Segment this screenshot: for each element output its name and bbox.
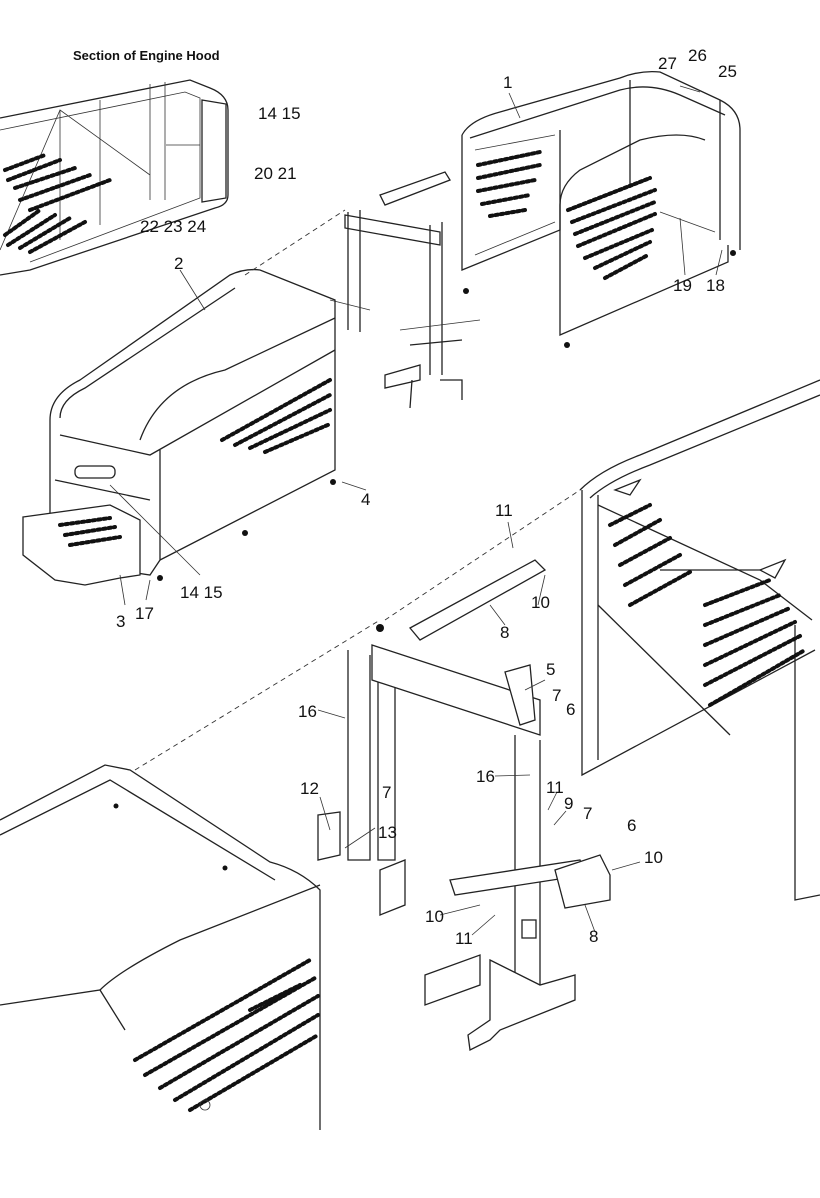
- callout-22-23-24: 22 23 24: [140, 217, 207, 236]
- callout-11a: 11: [495, 501, 513, 520]
- callout-10a: 10: [531, 593, 550, 612]
- callout-9: 9: [564, 794, 574, 813]
- callout-25: 25: [718, 62, 737, 81]
- callout-13: 13: [378, 823, 397, 842]
- callout-20-21: 20 21: [254, 164, 297, 183]
- callout-7b: 7: [382, 783, 392, 802]
- callout-7c: 7: [583, 804, 593, 823]
- guide-line-lower: [134, 619, 381, 771]
- leader-lines: [109, 92, 723, 936]
- callout-3: 3: [116, 612, 126, 631]
- frame-upper: [329, 171, 481, 409]
- callout-10b: 10: [644, 848, 663, 867]
- callout-11b: 11: [546, 778, 564, 797]
- main-frame: [317, 559, 611, 1051]
- callout-14-15-hood: 14 15: [180, 583, 223, 602]
- engine-hood-section-inset: [0, 79, 229, 276]
- callout-10c: 10: [425, 907, 444, 926]
- callout-26: 26: [688, 46, 707, 65]
- callout-8a: 8: [500, 623, 510, 642]
- callout-16a: 16: [298, 702, 317, 721]
- hood-part-2: [22, 268, 336, 586]
- callout-6b: 6: [627, 816, 637, 835]
- hood-part-1: [461, 70, 741, 348]
- callout-7a: 7: [552, 686, 562, 705]
- callout-12: 12: [300, 779, 319, 798]
- callout-6a: 6: [566, 700, 576, 719]
- callout-14-15-inset: 14 15: [258, 104, 301, 123]
- callout-18: 18: [706, 276, 725, 295]
- callout-11c: 11: [455, 929, 473, 948]
- callout-5: 5: [546, 660, 556, 679]
- hood-open-right: [579, 379, 820, 901]
- callout-27: 27: [658, 54, 677, 73]
- section-title: Section of Engine Hood: [73, 48, 220, 63]
- guide-line-middle: [384, 489, 581, 621]
- callout-19: 19: [673, 276, 692, 295]
- callout-2: 2: [174, 254, 184, 273]
- callout-4: 4: [361, 490, 371, 509]
- guide-line-upper: [244, 209, 346, 276]
- callout-8b: 8: [589, 927, 599, 946]
- callout-16b: 16: [476, 767, 495, 786]
- callout-17: 17: [135, 604, 154, 623]
- hood-lower-left: [0, 764, 321, 1130]
- callout-1: 1: [503, 73, 513, 92]
